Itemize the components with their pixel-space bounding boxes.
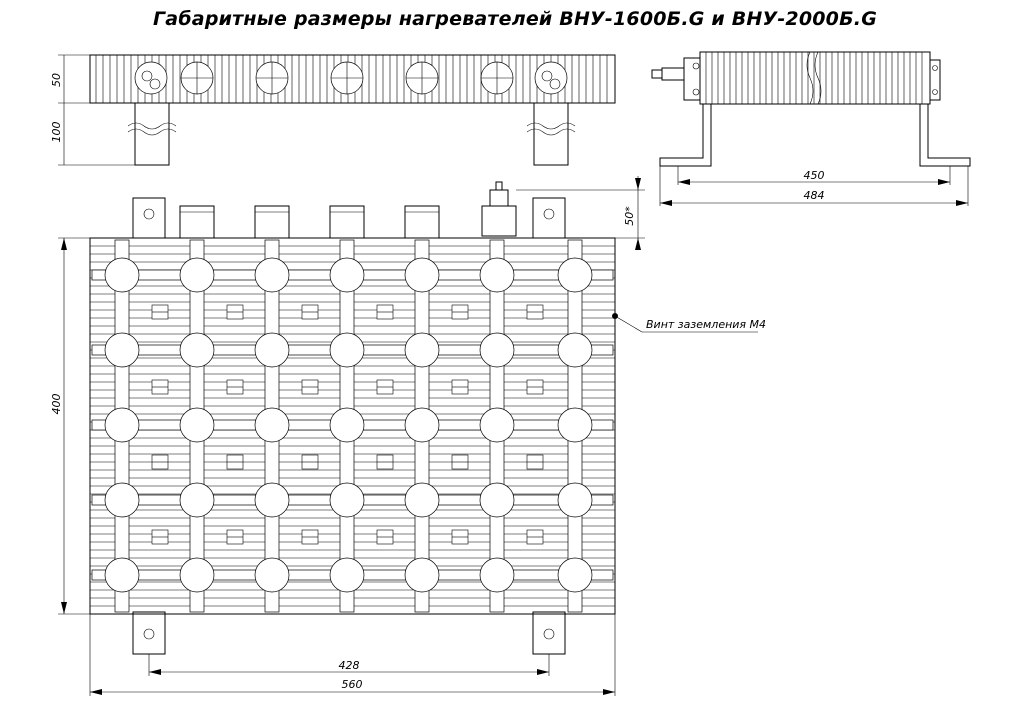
heating-tube — [404, 257, 440, 293]
top-tube-end — [534, 61, 568, 95]
front-top-offset-dimension: 50* — [623, 206, 636, 226]
heating-tube — [254, 332, 290, 368]
left-leg — [134, 102, 170, 166]
heating-tube — [329, 407, 365, 443]
heating-tube — [479, 482, 515, 518]
heating-tube — [329, 482, 365, 518]
heating-tube — [179, 332, 215, 368]
front-top-left-bracket — [132, 197, 166, 239]
heating-tube — [179, 482, 215, 518]
front-view: Винт заземления М4 400 50* 428 560 — [50, 176, 766, 696]
heating-tube — [254, 407, 290, 443]
heating-tube — [179, 257, 215, 293]
heating-tube — [404, 482, 440, 518]
heating-tube — [404, 332, 440, 368]
heating-tube — [479, 257, 515, 293]
heating-tube — [479, 557, 515, 593]
heating-tube — [329, 257, 365, 293]
heating-tube — [329, 557, 365, 593]
drawing-title: Габаритные размеры нагревателей ВНУ-1600… — [153, 8, 877, 30]
heating-tube — [404, 557, 440, 593]
heating-tube — [254, 557, 290, 593]
right-leg — [533, 102, 569, 166]
front-bottom-right-bracket — [532, 611, 566, 655]
heating-tube — [254, 257, 290, 293]
top-view: 50 100 — [50, 54, 616, 166]
heating-tube — [557, 332, 593, 368]
side-inner-dimension: 450 — [804, 169, 825, 182]
heating-tube — [557, 557, 593, 593]
front-bottom-left-bracket — [132, 611, 166, 655]
top-leg-dimension: 100 — [50, 122, 63, 143]
heating-tube — [557, 407, 593, 443]
ground-screw-label: Винт заземления М4 — [646, 318, 766, 331]
top-height-dimension: 50 — [50, 73, 63, 87]
heating-tube — [479, 332, 515, 368]
front-height-dimension: 400 — [50, 394, 63, 415]
heating-tube — [104, 257, 140, 293]
heating-tube — [104, 407, 140, 443]
top-view-tubes — [134, 61, 568, 95]
heating-tube — [404, 407, 440, 443]
heating-tube — [179, 557, 215, 593]
side-view: 450 484 — [651, 51, 971, 206]
heating-tube — [479, 407, 515, 443]
side-outer-dimension: 484 — [804, 189, 825, 202]
heating-tube — [179, 407, 215, 443]
front-top-right-bracket — [532, 197, 566, 239]
front-inner-width-dimension: 428 — [339, 659, 360, 672]
top-tube-end — [134, 61, 168, 95]
heating-tube — [104, 482, 140, 518]
heating-tube — [557, 482, 593, 518]
heating-tube — [254, 482, 290, 518]
heating-tube — [104, 557, 140, 593]
front-outer-width-dimension: 560 — [342, 678, 363, 691]
heating-tube — [329, 332, 365, 368]
heating-tube — [557, 257, 593, 293]
heating-tube — [104, 332, 140, 368]
